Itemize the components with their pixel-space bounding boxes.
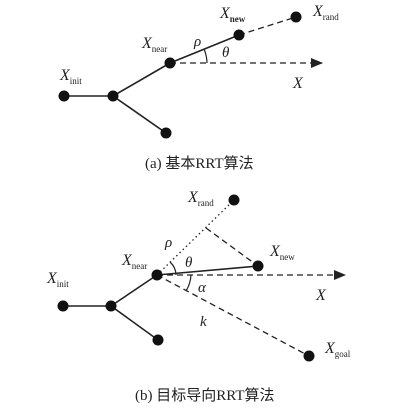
node-x-new [252,260,264,272]
label-x-init: Xinit [46,270,69,289]
label-x-rand: Xrand [187,189,214,208]
label-axis-x: X [292,75,304,92]
node-branch [107,90,119,102]
label-alpha: α [198,280,207,296]
dashed-near-to-goal [156,274,310,357]
node-leaf [160,127,172,139]
label-rho: ρ [164,235,172,251]
dashed-new-to-rand [238,16,297,36]
edge-branch-to-near [110,274,158,307]
label-k: k [200,314,207,330]
label-theta: θ [222,45,230,61]
label-x-rand: Xrand [312,3,339,22]
label-x-goal: Xgoal [324,340,351,359]
node-x-goal [303,350,315,362]
diagram-b: Xinit Xnear Xnew Xrand Xgoal ρ θ α k X (… [46,189,351,404]
node-x-init [58,90,70,102]
label-x-new: Xnew [269,243,295,262]
edge-near-to-new [156,265,259,276]
node-branch [105,300,117,312]
label-x-near: Xnear [141,35,167,54]
label-x-init: Xinit [59,67,82,86]
caption-a: (a) 基本RRT算法 [145,154,254,172]
node-x-rand [290,11,302,23]
edge-branch-to-near [112,62,171,97]
label-axis-x: X [315,287,327,304]
label-x-new: Xnew [219,5,246,24]
alpha-arc [185,274,192,292]
theta-arc [203,48,208,64]
dashed-rho-to-new [205,227,259,267]
edge-branch-to-leaf [112,95,167,134]
caption-b: (b) 目标导向RRT算法 [135,386,275,404]
label-theta: θ [185,255,193,271]
theta-arc [169,261,177,276]
node-x-rand [228,194,240,206]
node-x-near [164,57,176,69]
label-rho: ρ [193,34,201,50]
node-x-new [233,29,245,41]
edge-branch-to-leaf [110,305,159,341]
label-x-near: Xnear [121,252,147,271]
node-x-init [57,300,69,312]
diagram-a: Xinit Xnear Xnew Xrand ρ θ X (a) 基本RRT算法 [58,3,339,172]
node-leaf [152,334,164,346]
node-x-near [151,269,163,281]
